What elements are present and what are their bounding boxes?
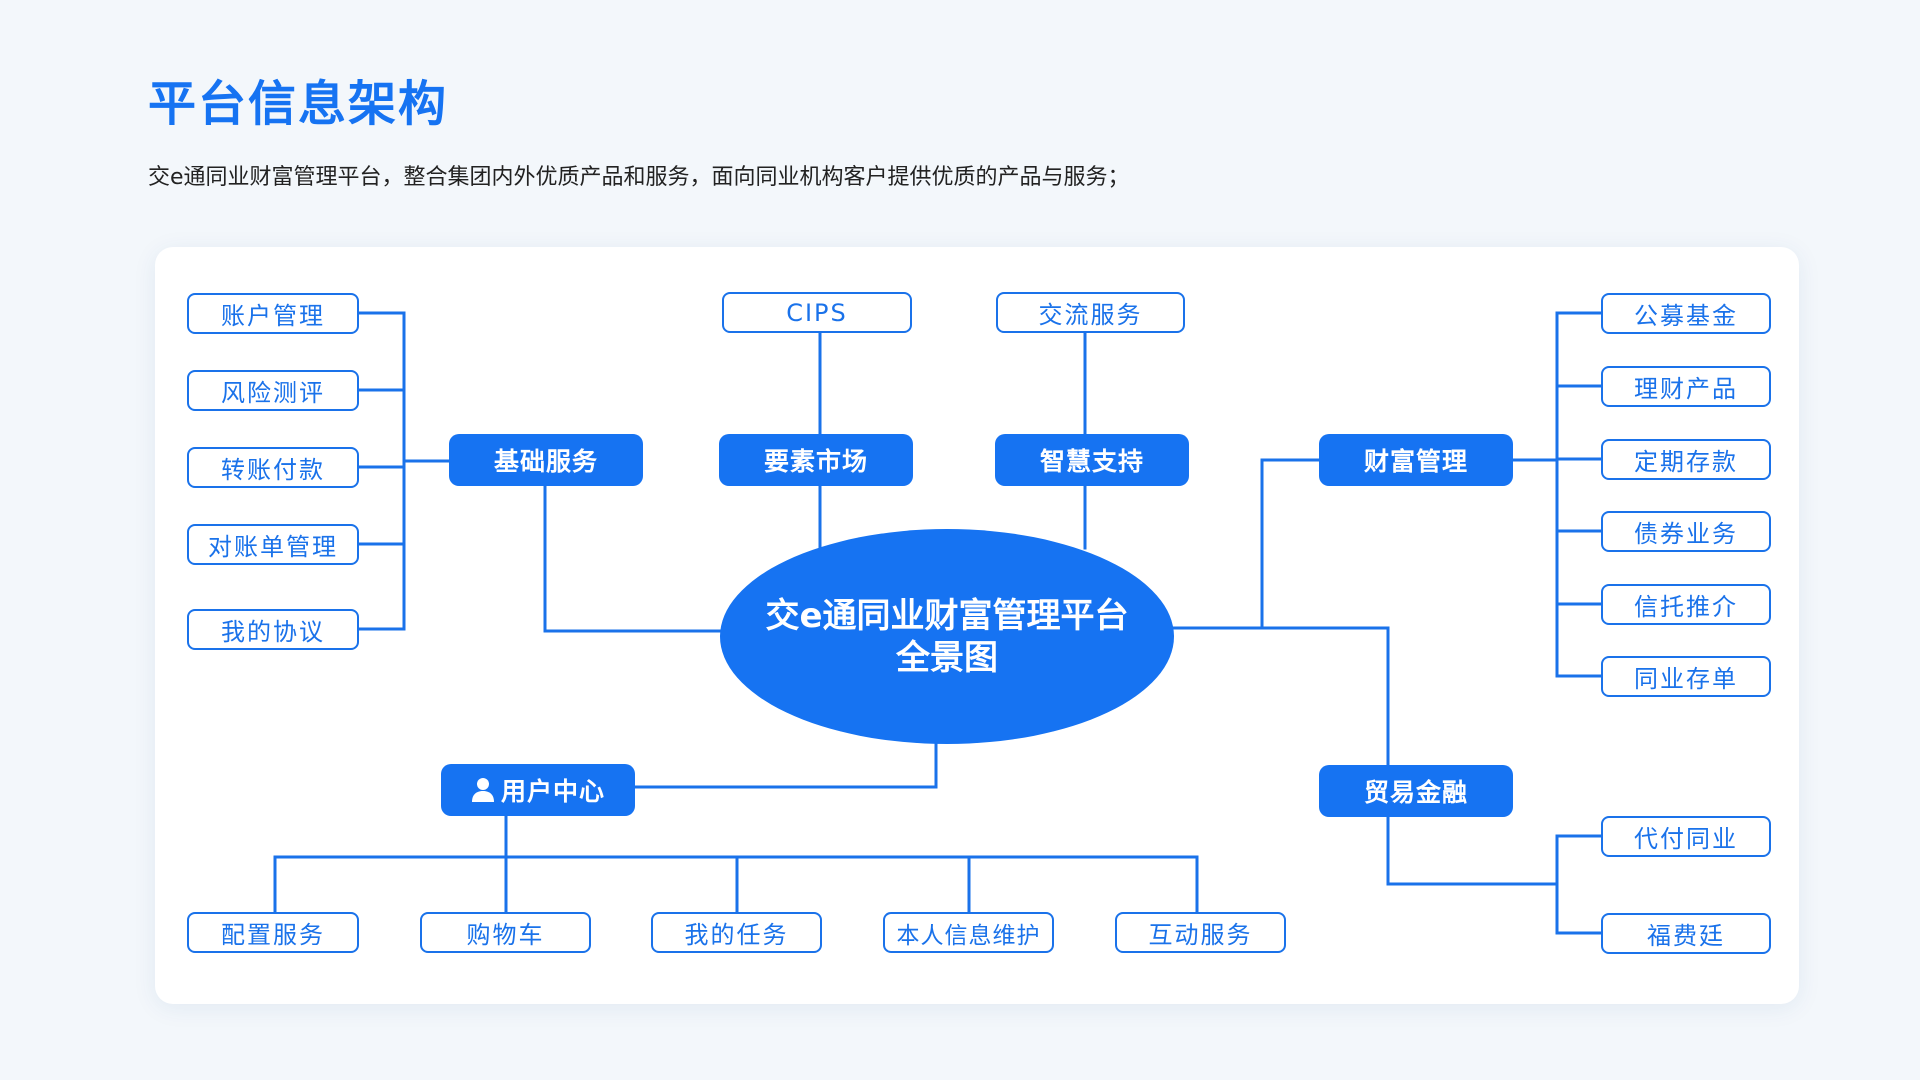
category-wealth-management[interactable]: 财富管理 <box>1319 434 1513 486</box>
leaf-account-management[interactable]: 账户管理 <box>187 293 359 334</box>
leaf-time-deposits[interactable]: 定期存款 <box>1601 439 1771 480</box>
leaf-risk-assessment[interactable]: 风险测评 <box>187 370 359 411</box>
category-element-market[interactable]: 要素市场 <box>719 434 913 486</box>
leaf-interactive-services[interactable]: 互动服务 <box>1115 912 1286 953</box>
leaf-public-funds[interactable]: 公募基金 <box>1601 293 1771 334</box>
platform-overview-center-node: 交e通同业财富管理平台 全景图 <box>720 529 1174 744</box>
center-title: 交e通同业财富管理平台 <box>765 595 1129 636</box>
leaf-statement-management[interactable]: 对账单管理 <box>187 524 359 565</box>
page-title: 平台信息架构 <box>148 76 449 132</box>
page-subtitle: 交e通同业财富管理平台，整合集团内外优质产品和服务，面向同业机构客户提供优质的产… <box>148 165 1130 190</box>
leaf-trust-promotion[interactable]: 信托推介 <box>1601 584 1771 625</box>
leaf-transfer-payment[interactable]: 转账付款 <box>187 447 359 488</box>
category-user-center[interactable]: 用户中心 <box>441 764 635 816</box>
leaf-shopping-cart[interactable]: 购物车 <box>420 912 591 953</box>
leaf-my-agreements[interactable]: 我的协议 <box>187 609 359 650</box>
leaf-communication-services[interactable]: 交流服务 <box>996 292 1185 333</box>
category-basic-services[interactable]: 基础服务 <box>449 434 643 486</box>
leaf-interbank-payment[interactable]: 代付同业 <box>1601 816 1771 857</box>
leaf-personal-info[interactable]: 本人信息维护 <box>883 912 1054 953</box>
center-subtitle: 全景图 <box>896 637 998 678</box>
leaf-bond-business[interactable]: 债券业务 <box>1601 511 1771 552</box>
category-smart-support[interactable]: 智慧支持 <box>995 434 1189 486</box>
leaf-forfaiting[interactable]: 福费廷 <box>1601 913 1771 954</box>
leaf-my-tasks[interactable]: 我的任务 <box>651 912 822 953</box>
category-user-center-label: 用户中心 <box>500 777 605 806</box>
leaf-interbank-cds[interactable]: 同业存单 <box>1601 656 1771 697</box>
leaf-cips[interactable]: CIPS <box>722 292 912 333</box>
leaf-configuration-services[interactable]: 配置服务 <box>187 912 359 953</box>
leaf-wealth-products[interactable]: 理财产品 <box>1601 366 1771 407</box>
category-trade-finance[interactable]: 贸易金融 <box>1319 765 1513 817</box>
user-icon <box>471 778 494 802</box>
